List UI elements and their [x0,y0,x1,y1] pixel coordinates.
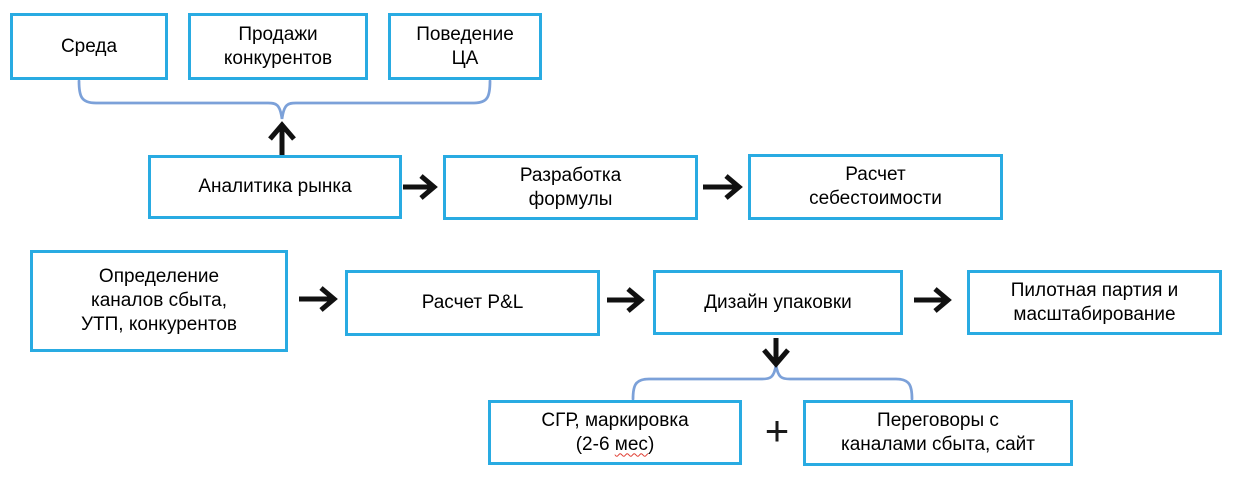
sgr-label: СГР, маркировка(2-6 мес) [541,409,689,455]
arrow-dizayn-pilot-icon [914,287,952,313]
box-market-analytics: Аналитика рынка [148,155,402,219]
box-cost-calculation: Расчет себестоимости [748,154,1003,220]
plus-sign: + [764,407,790,454]
box-formula-development: Разработка формулы [443,155,698,220]
box-pl-calculation: Расчет P&L [345,270,600,336]
arrow-razrabotka-sebestoim-icon [703,174,743,200]
box-competitor-sales: Продажи конкурентов [188,13,368,80]
box-target-audience-behavior: Поведение ЦА [388,13,542,80]
arrow-analitika-razrabotka-icon [403,174,438,200]
bracket-bottom-connector [631,364,914,401]
box-sales-channels-definition: Определение каналов сбыта, УТП, конкурен… [30,250,288,352]
arrow-opredelenie-pl-icon [299,286,338,312]
box-packaging-design: Дизайн упаковки [653,270,903,335]
box-environment: Среда [10,13,168,80]
down-arrow-head-icon [762,348,790,368]
misspelled-word: мес [614,433,648,455]
arrow-pl-dizayn-icon [607,287,645,313]
up-arrow-head-icon [268,121,296,141]
box-channel-negotiations-site: Переговоры с каналами сбыта, сайт [803,400,1073,466]
box-pilot-batch-scaling: Пилотная партия и масштабирование [967,270,1222,335]
box-sgr-labeling: СГР, маркировка(2-6 мес) [488,400,742,465]
bracket-top-connector [77,79,492,120]
